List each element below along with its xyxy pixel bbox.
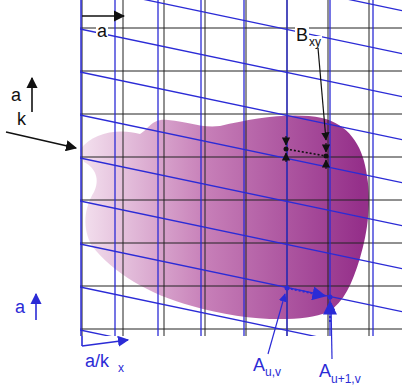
grid-line: [328, 0, 329, 336]
skewed-grid-line: [80, 115, 402, 183]
skewed-grid-line: [329, 0, 330, 336]
leader-line: [331, 303, 332, 359]
grid-line: [246, 0, 247, 336]
grid-line: [80, 200, 402, 201]
subscript: x: [117, 362, 125, 374]
tick-arrow: [285, 136, 286, 145]
grid-border: [80, 0, 82, 336]
lattice-point: [328, 295, 333, 300]
grid-line: [164, 0, 165, 336]
leader-line: [318, 48, 326, 140]
skewed-grid-line: [80, 244, 402, 312]
point-label: A: [318, 362, 332, 380]
grid-line: [369, 0, 370, 336]
grid-line: [80, 329, 402, 330]
subscript: u+1,v: [330, 373, 362, 385]
skewed-grid-line: [80, 72, 402, 140]
unit-arrow: [82, 15, 124, 17]
wave-vector-label: k: [16, 110, 27, 128]
unit-arrow: [82, 340, 128, 346]
skewed-grid-line: [372, 0, 373, 336]
interpolation-line: [286, 149, 326, 156]
point-label: A: [252, 356, 266, 374]
lattice-point: [285, 286, 290, 291]
skewed-grid-line: [80, 201, 402, 269]
lattice-point: [324, 154, 329, 159]
skewed-grid-line: [200, 0, 201, 336]
tick-arrow: [285, 153, 286, 162]
leader-line: [268, 294, 285, 354]
grid-line: [205, 0, 206, 336]
grid-line: [80, 157, 402, 158]
unit-label: a: [14, 298, 26, 316]
subscript: xy: [308, 36, 322, 48]
lattice-point: [284, 147, 289, 152]
wave-vector-arrow: [6, 132, 76, 148]
skewed-grid-line: [80, 0, 402, 11]
real-lattice: [80, 0, 402, 336]
skewed-grid-line: [80, 29, 402, 97]
unit-label: a: [10, 86, 22, 104]
point-label: B: [295, 26, 309, 44]
skewed-grid-line: [157, 0, 158, 336]
skewed-grid-line: [80, 158, 402, 226]
shift-arrow: [287, 288, 325, 296]
grid-line: [80, 28, 402, 29]
skewed-grid-line: [80, 287, 402, 336]
subscript: u,v: [264, 366, 282, 378]
skewed-grid-line: [243, 0, 244, 336]
unit-label: a: [96, 22, 108, 40]
unit-label: a/k: [84, 352, 110, 370]
tick-arrow: [325, 160, 326, 169]
grid-line: [80, 71, 402, 72]
tick-arrow: [325, 143, 326, 152]
skewed-lattice: [80, 0, 402, 336]
grid-line: [82, 0, 83, 336]
skewed-grid-line: [114, 0, 115, 336]
grid-line: [80, 243, 402, 244]
unit-arrow: [35, 294, 37, 320]
grid-line: [80, 114, 402, 115]
unit-arrow: [31, 78, 33, 112]
unit-arrow: [81, 336, 83, 346]
grid-line: [80, 286, 402, 287]
grid-line: [123, 0, 124, 336]
skewed-grid-line: [80, 0, 402, 54]
skewed-grid-line: [80, 330, 402, 336]
